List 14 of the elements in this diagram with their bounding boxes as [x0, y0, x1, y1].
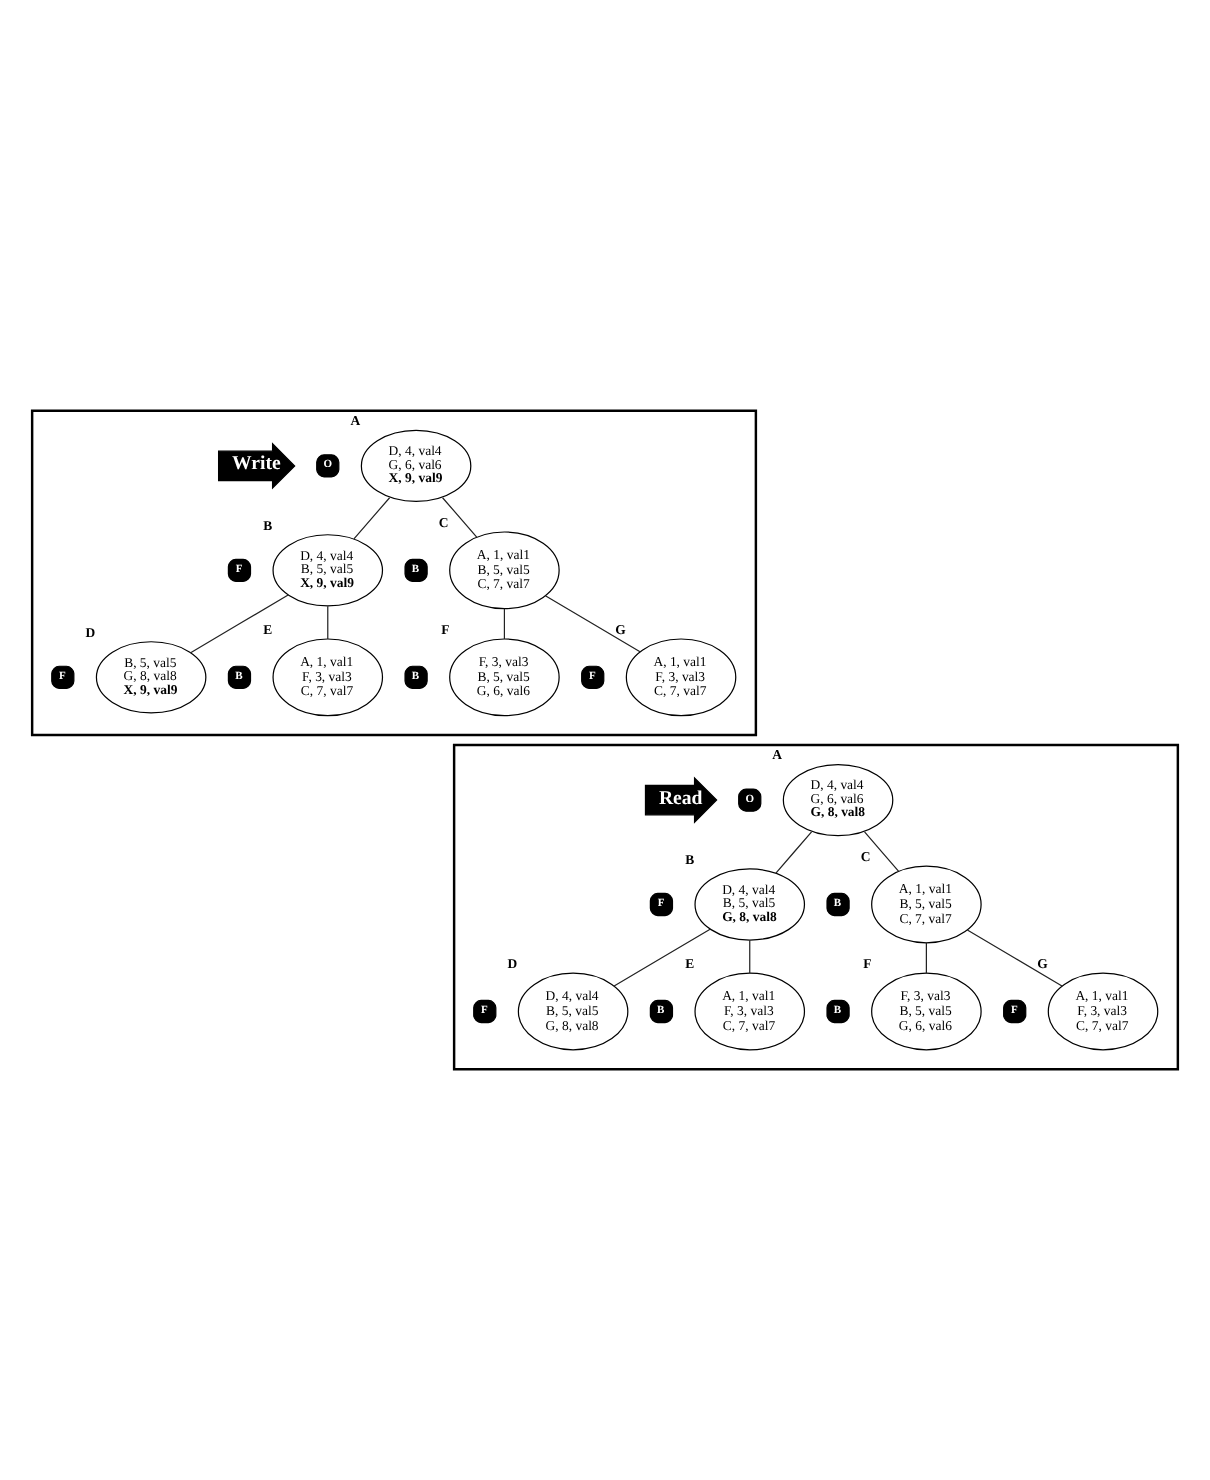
connector [503, 608, 506, 640]
cluster [452, 743, 1180, 1071]
connector [775, 831, 813, 874]
connector [353, 497, 391, 540]
connector [544, 595, 641, 653]
connector [327, 605, 329, 640]
connector [190, 594, 289, 654]
connector [613, 928, 711, 987]
cluster [30, 409, 758, 737]
connector [925, 942, 927, 974]
connector [749, 939, 751, 974]
connector [863, 831, 900, 872]
connector [441, 497, 478, 538]
connector [966, 929, 1063, 987]
